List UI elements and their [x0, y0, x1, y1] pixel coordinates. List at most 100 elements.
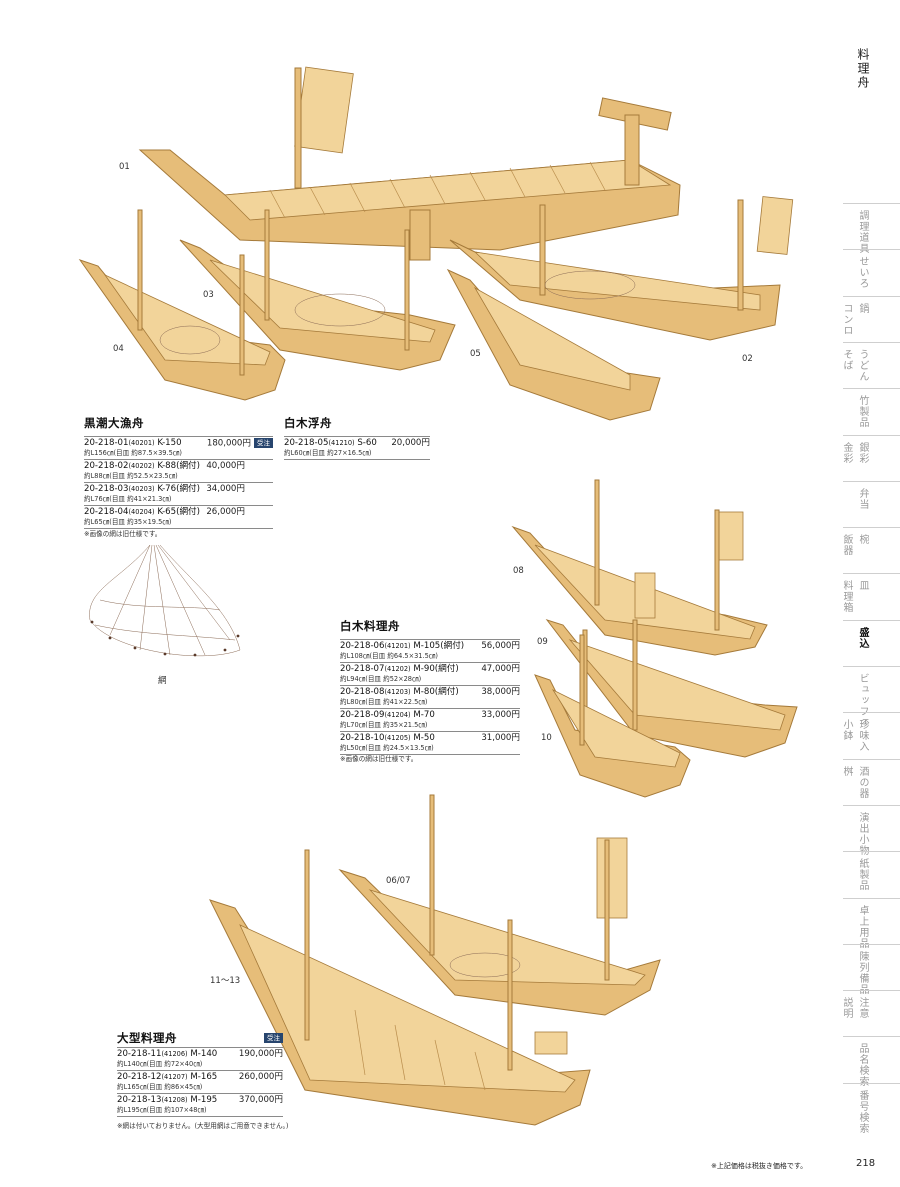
- boat-photo-large: [209, 794, 661, 1126]
- section-title-kuroshio: 黒潮大漁舟: [84, 416, 144, 430]
- section-title-shiraki-uki: 白木浮舟: [284, 416, 332, 430]
- index-tab[interactable]: 演出小物: [843, 804, 900, 856]
- index-tab-label: 飯器: [841, 534, 852, 557]
- table-row: 20-218-11(41206) M-140 約L140㎝(目皿 約72×40㎝…: [117, 1048, 283, 1071]
- boat-05-image: [446, 268, 661, 421]
- index-tab-label: 品名検索: [857, 1043, 868, 1088]
- boat-08-image: [511, 479, 768, 656]
- price-table-shiraki-uki: 20-218-05(41210) S-60 約L60㎝(目皿 約27×16.5㎝…: [284, 436, 430, 460]
- index-tab[interactable]: 竹製品: [843, 388, 900, 435]
- figure-label-03: 03: [203, 290, 214, 300]
- table-row: 20-218-02(40202) K-88(網付) 約L88㎝(目皿 約52.5…: [84, 460, 273, 483]
- index-tab[interactable]: 品名検索: [843, 1036, 900, 1087]
- index-tab-label: 酒の器: [857, 765, 868, 799]
- section-title-ogata: 大型料理舟: [117, 1031, 177, 1045]
- index-tab[interactable]: 注意説明: [841, 990, 900, 1037]
- boat-01-image: [138, 66, 681, 261]
- price-table-ogata: 20-218-11(41206) M-140 約L140㎝(目皿 約72×40㎝…: [117, 1047, 283, 1117]
- index-tab[interactable]: 調理道具: [843, 203, 900, 254]
- index-tab-label: 紙製品: [857, 858, 868, 892]
- table-row: 20-218-08(41203) M-80(網付) 約L80㎝(目皿 約41×2…: [340, 686, 520, 709]
- index-tab[interactable]: 番号検索: [843, 1082, 900, 1134]
- note-kuroshio: ※画像の網は旧仕様です。: [84, 530, 162, 538]
- boat-10-image: [534, 634, 691, 798]
- index-tab-label: 弁当: [857, 487, 868, 510]
- index-tab-label: 盛込: [857, 626, 868, 649]
- footer-note: ※上記価格は税抜き価格です。: [711, 1162, 808, 1170]
- figure-label-1113: 11～13: [210, 976, 241, 986]
- index-tab-label: 説明: [841, 997, 852, 1020]
- made-to-order-badge: 受注: [264, 1033, 283, 1043]
- index-tab[interactable]: 珍味入小鉢: [841, 712, 900, 759]
- index-tab-label: せいろ: [857, 256, 868, 290]
- index-tab-label: 竹製品: [857, 395, 868, 429]
- boat-photo-08-10: [511, 479, 798, 798]
- price-table-shiraki-ryori: 20-218-06(41201) M-105(網付) 約L108㎝(目皿 約64…: [340, 639, 520, 755]
- index-tab-label: 椀: [857, 534, 868, 546]
- table-row: 20-218-06(41201) M-105(網付) 約L108㎝(目皿 約64…: [340, 640, 520, 663]
- boat-1113-image: [209, 849, 591, 1126]
- index-tab-label: そば: [841, 348, 852, 371]
- boat-04-image: [78, 209, 286, 401]
- category-title: 料理舟: [856, 48, 870, 90]
- index-tab-label: 陳列備品: [857, 950, 868, 995]
- index-tab[interactable]: 銀彩金彩: [841, 434, 900, 482]
- figure-label-net: 網: [158, 676, 167, 686]
- index-tab[interactable]: 酒の器桝: [841, 758, 900, 806]
- page-number: 218: [856, 1158, 876, 1169]
- index-tab[interactable]: 陳列備品: [843, 943, 900, 995]
- index-tab[interactable]: 鍋コンロ: [841, 295, 900, 343]
- index-tab-label: 演出小物: [857, 811, 868, 856]
- index-tab-label: 鍋: [857, 302, 868, 314]
- boat-0607-image: [338, 794, 661, 1016]
- index-tab-label: 小鉢: [841, 719, 852, 742]
- figure-label-09: 09: [537, 637, 548, 647]
- index-tab-label: 珍味入: [857, 719, 868, 753]
- price-table-kuroshio: 20-218-01(40201) K-150 約L156㎝(目皿 約87.5×3…: [84, 436, 273, 529]
- index-tab[interactable]: 椀飯器: [841, 527, 900, 574]
- table-row: 20-218-13(41208) M-195 約L195㎝(目皿 約107×48…: [117, 1094, 283, 1117]
- figure-label-02: 02: [742, 354, 753, 364]
- note-ogata: ※網は付いておりません。(大型用網はご用意できません。): [117, 1122, 289, 1130]
- index-tab-label: 注意: [857, 997, 868, 1020]
- net-photo: [89, 544, 241, 657]
- table-row: 20-218-04(40204) K-65(網付) 約L65㎝(目皿 約35×1…: [84, 506, 273, 529]
- made-to-order-badge: 受注: [254, 438, 273, 448]
- index-tab-label: 卓上用品: [857, 904, 868, 949]
- table-row: 20-218-07(41202) M-90(網付) 約L94㎝(目皿 約52×2…: [340, 663, 520, 686]
- index-tab[interactable]: 紙製品: [843, 851, 900, 898]
- figure-label-04: 04: [113, 344, 124, 354]
- table-row: 20-218-10(41205) M-50 約L50㎝(目皿 約24.5×13.…: [340, 732, 520, 755]
- index-tab-label: 桝: [841, 765, 852, 777]
- table-row: 20-218-03(40203) K-76(網付) 約L76㎝(目皿 約41×2…: [84, 483, 273, 506]
- note-shiraki-ryori: ※画像の網は旧仕様です。: [340, 755, 418, 763]
- figure-label-0607: 06/07: [386, 876, 411, 886]
- index-tab[interactable]: 盛込: [843, 619, 900, 667]
- section-title-shiraki-ryori: 白木料理舟: [340, 619, 400, 633]
- index-tab-label: うどん: [857, 348, 868, 382]
- table-row: 20-218-01(40201) K-150 約L156㎝(目皿 約87.5×3…: [84, 437, 273, 460]
- index-tab-label: 番号検索: [857, 1089, 868, 1134]
- index-tab[interactable]: 卓上用品: [843, 897, 900, 949]
- figure-label-05: 05: [470, 349, 481, 359]
- index-tab-label: 料理箱: [841, 580, 852, 614]
- index-tab[interactable]: 弁当: [843, 480, 900, 528]
- index-tab[interactable]: 皿料理箱: [841, 573, 900, 620]
- table-row: 20-218-05(41210) S-60 約L60㎝(目皿 約27×16.5㎝…: [284, 437, 430, 460]
- boat-02-image: [449, 196, 794, 341]
- index-tab[interactable]: うどんそば: [841, 341, 900, 389]
- boat-03-image: [179, 209, 456, 371]
- index-tab[interactable]: せいろ: [843, 249, 900, 296]
- index-tab-label: コンロ: [841, 302, 852, 336]
- index-tab-label: 皿: [857, 580, 868, 592]
- index-tab-label: 銀彩: [857, 441, 868, 464]
- index-tab-label: 金彩: [841, 441, 852, 464]
- figure-label-08: 08: [513, 566, 524, 576]
- table-row: 20-218-12(41207) M-165 約L165㎝(目皿 約86×45㎝…: [117, 1071, 283, 1094]
- figure-label-01: 01: [119, 162, 130, 172]
- index-tab-label: 調理道具: [857, 210, 868, 254]
- index-tab[interactable]: ビュッフェ: [843, 666, 900, 728]
- table-row: 20-218-09(41204) M-70 約L70㎝(目皿 約35×21.5㎝…: [340, 709, 520, 732]
- figure-label-10: 10: [541, 733, 552, 743]
- boat-photo-01-05: [78, 66, 794, 421]
